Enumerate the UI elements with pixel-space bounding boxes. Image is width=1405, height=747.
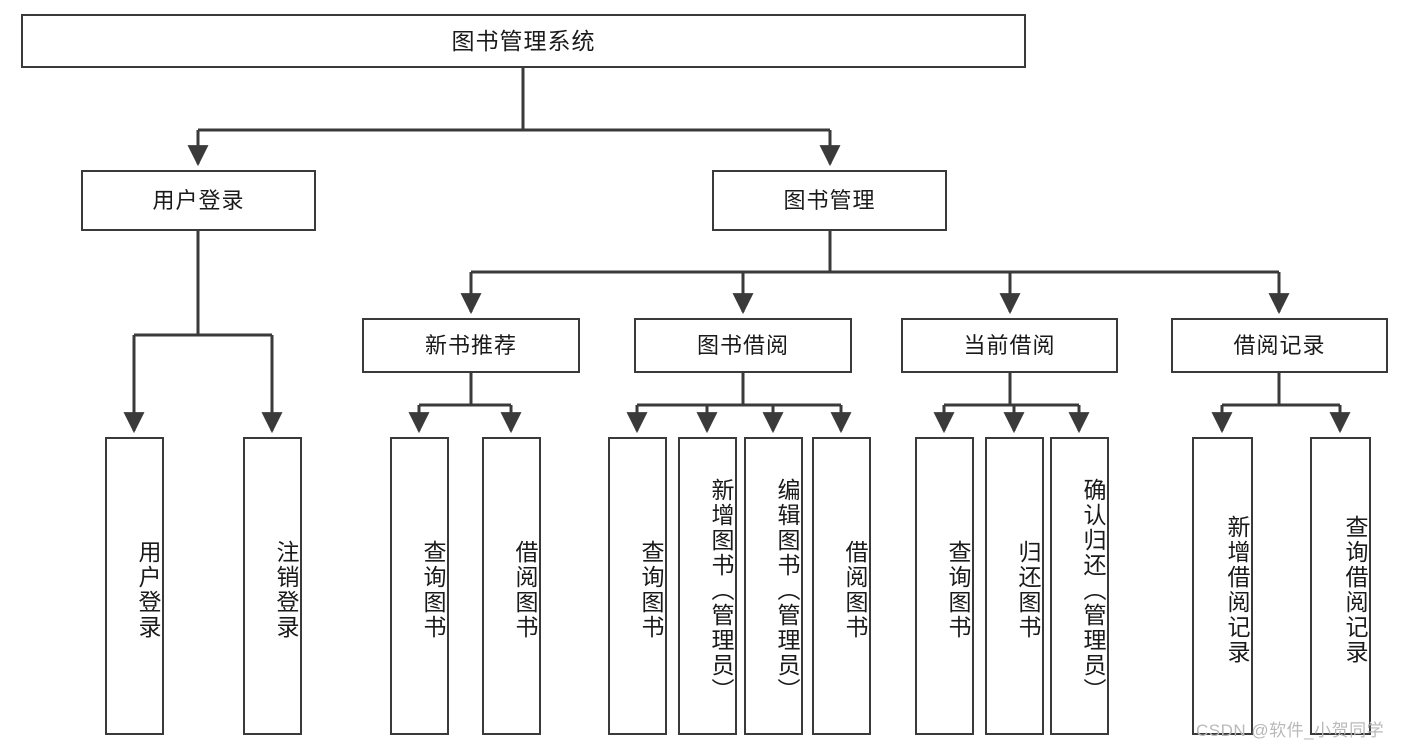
node-borrow-record[interactable]: 借阅记录: [1171, 318, 1388, 373]
node-root-system[interactable]: 图书管理系统: [21, 14, 1026, 68]
leaf-borrow-book-recommend[interactable]: 借阅图书: [482, 437, 541, 735]
node-book-borrow[interactable]: 图书借阅: [634, 318, 852, 373]
leaf-add-borrow-record[interactable]: 新增借阅记录: [1192, 437, 1253, 735]
node-current-borrow[interactable]: 当前借阅: [901, 318, 1118, 373]
node-new-book-recommend[interactable]: 新书推荐: [362, 318, 580, 373]
csdn-watermark: CSDN @软件_小贺同学: [1196, 721, 1385, 740]
leaf-edit-book-admin[interactable]: 编辑图书（管理员）: [744, 437, 803, 735]
leaf-query-book-borrow[interactable]: 查询图书: [608, 437, 667, 735]
node-user-login[interactable]: 用户登录: [81, 170, 316, 231]
leaf-confirm-return-admin[interactable]: 确认归还（管理员）: [1050, 437, 1109, 735]
leaf-user-login[interactable]: 用户登录: [105, 437, 164, 735]
leaf-borrow-book[interactable]: 借阅图书: [812, 437, 871, 735]
node-book-manage[interactable]: 图书管理: [712, 170, 947, 231]
leaf-add-book-admin[interactable]: 新增图书（管理员）: [678, 437, 737, 735]
leaf-query-book-current[interactable]: 查询图书: [915, 437, 974, 735]
leaf-return-book[interactable]: 归还图书: [985, 437, 1044, 735]
leaf-logout-login[interactable]: 注销登录: [243, 437, 302, 735]
leaf-query-book-recommend[interactable]: 查询图书: [390, 437, 449, 735]
leaf-query-borrow-record[interactable]: 查询借阅记录: [1310, 437, 1371, 735]
